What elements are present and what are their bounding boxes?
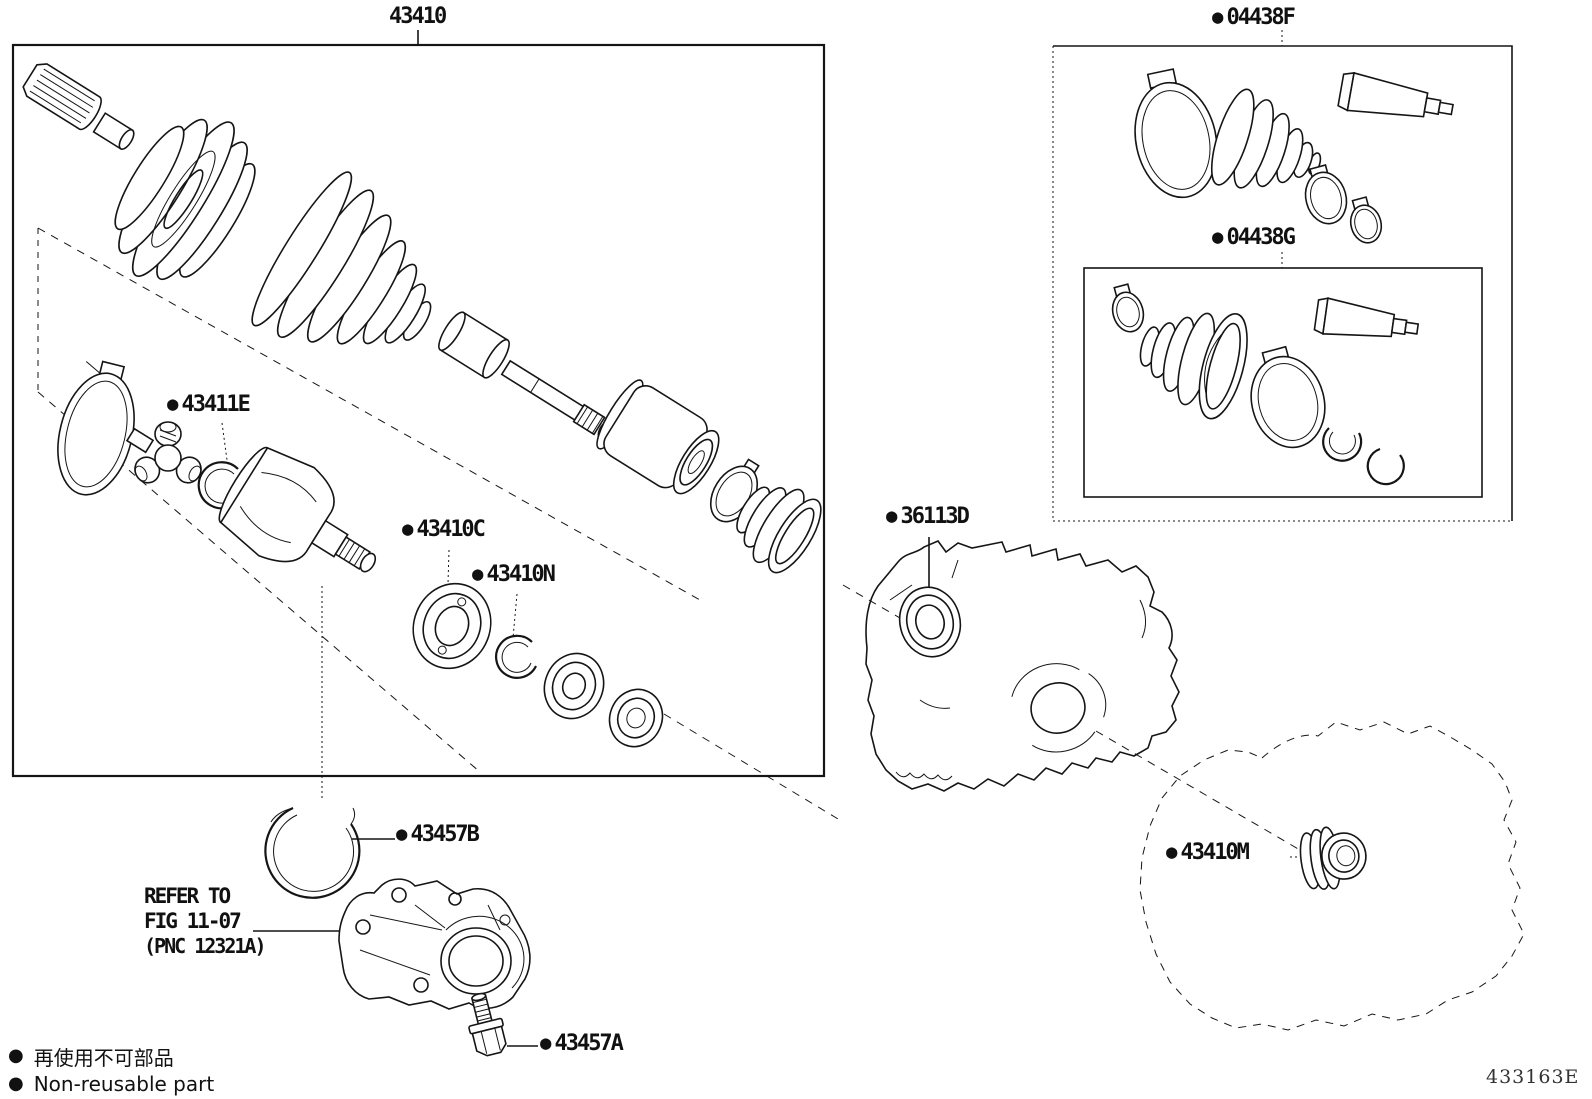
boot-kit-04438F-parts (1134, 68, 1454, 244)
legend: ● 再使用不可部品 ● Non-reusable part (8, 1042, 214, 1098)
non-reusable-marker: ● (1166, 841, 1178, 863)
part-number: 04438G (1226, 225, 1295, 250)
bracket-bolt (468, 992, 507, 1057)
boot-kit-04438G-parts (1111, 283, 1420, 486)
transmission-case-outline (1139, 721, 1525, 1031)
non-reusable-marker: ● (1212, 6, 1224, 28)
part-number: 43410M (1180, 840, 1249, 865)
small-bearing (543, 652, 605, 720)
boot-clamp-large (57, 360, 135, 496)
part-label-43411E[interactable]: ● 43411E (167, 392, 251, 417)
part-label-43457B[interactable]: ● 43457B (396, 822, 480, 847)
legend-text-en: Non-reusable part (33, 1072, 215, 1096)
refer-note-line3: (PNC 12321A) (144, 934, 266, 958)
refer-note-line1: REFER TO (144, 884, 231, 908)
shaft-bearing (412, 582, 492, 670)
figure-code: 433163E (1486, 1066, 1580, 1088)
oil-seal (608, 688, 664, 748)
part-label-04438F[interactable]: ● 04438F (1212, 5, 1296, 30)
non-reusable-marker: ● (402, 518, 414, 540)
shaft-retainer-parts (264, 806, 531, 1057)
boot-kit-box-04438F (1052, 45, 1513, 522)
boot-kit-box-04438G (1083, 267, 1483, 498)
bearing-snap-ring (495, 634, 537, 679)
grease-tube (1337, 71, 1454, 118)
grease-tube (1313, 297, 1420, 338)
part-number: 36113D (900, 504, 969, 529)
non-reusable-marker: ● (396, 823, 408, 845)
dashed-connectors (37, 227, 1301, 851)
non-reusable-marker: ● (8, 1073, 24, 1094)
front-drive-shaft-assembly (22, 63, 822, 574)
part-label-36113D[interactable]: ● 36113D (886, 504, 970, 529)
part-number: 43410N (486, 562, 555, 587)
part-number: 43411E (181, 392, 250, 417)
part-number: 43457A (554, 1031, 623, 1056)
part-number: 43410 (389, 4, 447, 29)
non-reusable-marker: ● (1212, 226, 1224, 248)
part-label-43410N[interactable]: ● 43410N (472, 562, 556, 587)
part-label-04438G[interactable]: ● 04438G (1212, 225, 1296, 250)
non-reusable-marker: ● (8, 1045, 24, 1066)
non-reusable-marker: ● (540, 1032, 552, 1054)
part-number: 43410C (416, 517, 485, 542)
part-label-43457A[interactable]: ● 43457A (540, 1031, 624, 1056)
part-number: 04438F (1226, 5, 1295, 30)
legend-row-jp: ● 再使用不可部品 (8, 1042, 214, 1070)
transaxle-case (865, 540, 1180, 792)
transmission-oil-seal (1299, 826, 1367, 890)
tripod-joint (125, 421, 202, 484)
transaxle-oil-seal (898, 586, 962, 658)
retainer-snap-ring (264, 806, 361, 899)
non-reusable-marker: ● (167, 393, 179, 415)
legend-row-en: ● Non-reusable part (8, 1070, 214, 1098)
non-reusable-marker: ● (472, 563, 484, 585)
part-label-43410C[interactable]: ● 43410C (402, 517, 486, 542)
inner-cv-joint (218, 446, 377, 573)
leader-lines (221, 30, 1309, 1047)
legend-text-jp: 再使用不可部品 (33, 1045, 174, 1070)
refer-note: REFER TO FIG 11-07 (PNC 12321A) (144, 884, 266, 959)
part-label-43410[interactable]: 43410 (386, 4, 447, 29)
part-label-43410M[interactable]: ● 43410M (1166, 840, 1250, 865)
part-number: 43457B (410, 822, 479, 847)
bearing-bracket (338, 878, 531, 1010)
inner-joint-exploded-parts (57, 360, 664, 748)
refer-note-line2: FIG 11-07 (144, 909, 242, 933)
main-assembly-box (11, 43, 826, 778)
non-reusable-marker: ● (886, 505, 898, 527)
